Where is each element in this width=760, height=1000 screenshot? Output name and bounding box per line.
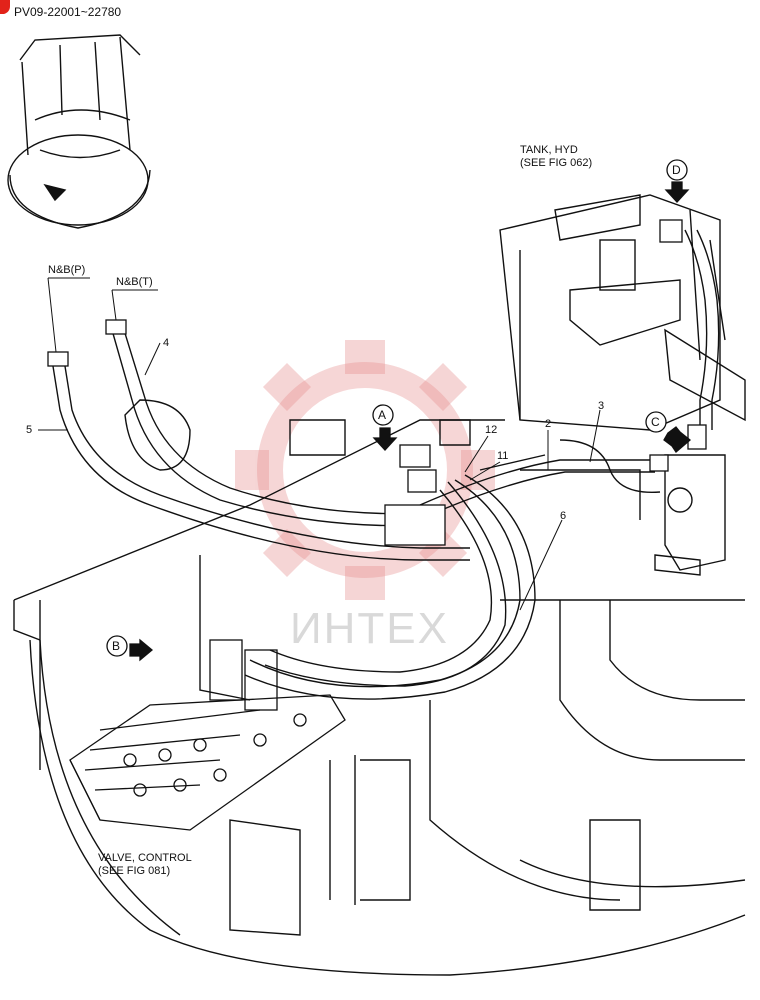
callout-b[interactable]: B [112,639,121,653]
tank-label-line2: (SEE FIG 062) [520,157,593,169]
corner-tab [0,0,10,14]
nb-p-label: N&B(P) [48,264,86,276]
upper-frame [13,399,746,976]
part-number-4: 4 [163,337,170,349]
nb-t-label: N&B(T) [116,276,153,288]
hydraulic-hoses [51,229,720,700]
part-number-3: 3 [598,400,605,412]
watermark-gear-teeth [235,340,495,600]
callout-d[interactable]: D [672,163,681,177]
hydraulic-tank [499,194,746,431]
header-code: PV09-22001~22780 [14,5,122,19]
part-number-2: 2 [545,418,552,430]
part-number-11: 11 [497,450,509,462]
tank-label-line1: TANK, HYD [520,144,578,156]
part-number-12: 12 [485,424,498,436]
valve-label-line1: VALVE, CONTROL [98,852,192,864]
callout-c[interactable]: C [651,415,660,429]
valve-block [654,454,726,576]
fittings [47,219,707,546]
callout-arrows[interactable] [106,159,692,662]
part-number-6: 6 [560,510,567,522]
watermark-gear [257,362,473,578]
callout-a[interactable]: A [378,408,387,422]
leader-lines [38,277,601,611]
machine-thumbnail [7,34,151,229]
control-valve [69,639,346,831]
watermark-text: ИНТЕХ [290,604,449,653]
part-number-5: 5 [26,424,33,436]
valve-label-line2: (SEE FIG 081) [98,865,171,877]
